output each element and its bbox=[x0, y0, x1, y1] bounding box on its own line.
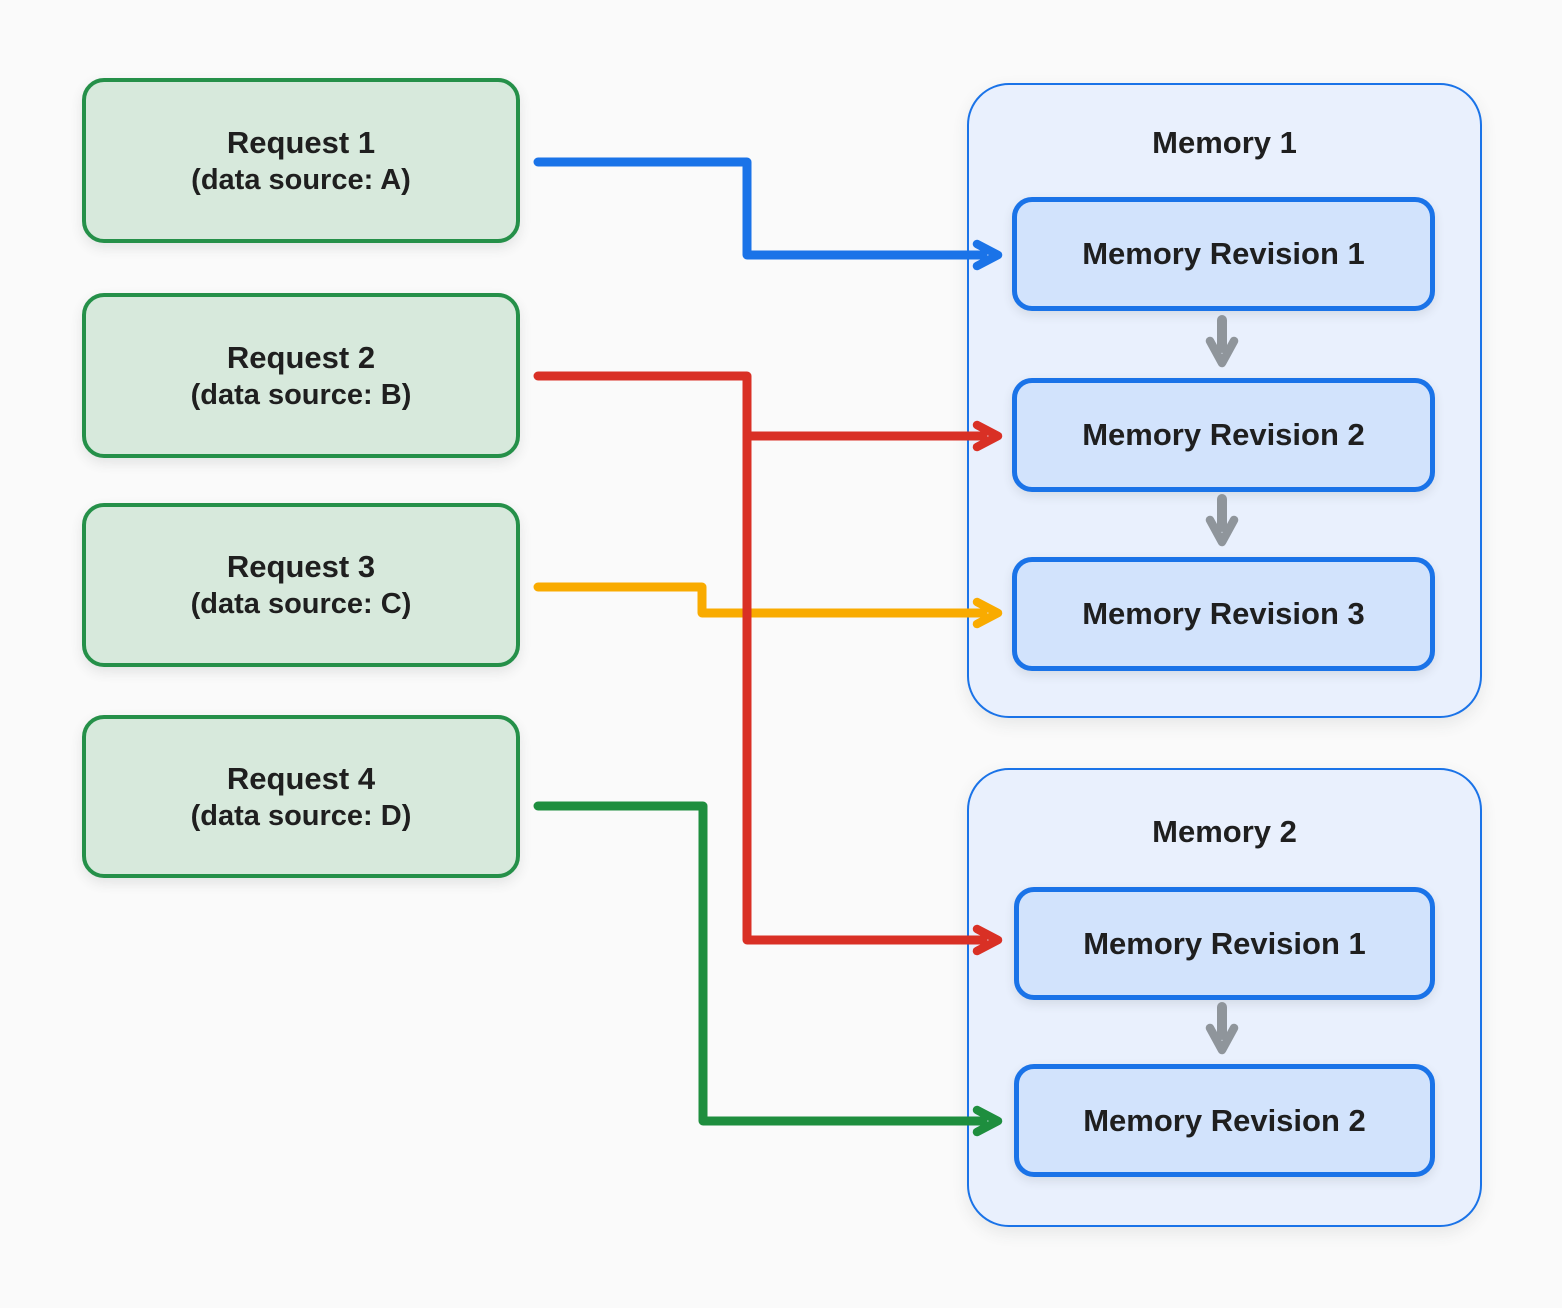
connector-request3-to-memory1-revision3 bbox=[533, 582, 1003, 629]
memory-2-title: Memory 2 bbox=[1152, 814, 1297, 849]
memory-1-revision-3-box: Memory Revision 3 bbox=[1012, 557, 1435, 671]
request-2-box: Request 2 (data source: B) bbox=[82, 293, 520, 458]
memory-2-revision-1-box: Memory Revision 1 bbox=[1014, 887, 1435, 1000]
request-4-box: Request 4 (data source: D) bbox=[82, 715, 520, 878]
memory-1-title: Memory 1 bbox=[1152, 125, 1297, 160]
request-2-subtitle: (data source: B) bbox=[190, 378, 412, 411]
connector-request1-to-memory1-revision1 bbox=[533, 157, 1003, 271]
memory-2-revision-2-box: Memory Revision 2 bbox=[1014, 1064, 1435, 1177]
request-1-box: Request 1 (data source: A) bbox=[82, 78, 520, 243]
request-1-subtitle: (data source: A) bbox=[191, 163, 411, 196]
memory-2-container: Memory 2 Memory Revision 1 Memory Revisi… bbox=[967, 768, 1482, 1227]
request-3-title: Request 3 bbox=[226, 549, 376, 584]
request-3-box: Request 3 (data source: C) bbox=[82, 503, 520, 667]
connector-request4-to-memory2-revision2 bbox=[533, 801, 1003, 1137]
memory-1-revision-1-box: Memory Revision 1 bbox=[1012, 197, 1435, 311]
memory-1-revision-2-label: Memory Revision 2 bbox=[1082, 417, 1365, 452]
memory-1-container: Memory 1 Memory Revision 1 Memory Revisi… bbox=[967, 83, 1482, 718]
memory-1-revision-3-label: Memory Revision 3 bbox=[1082, 596, 1365, 631]
connector-request2-to-memory2-revision1 bbox=[533, 371, 1003, 956]
memory-1-revision-2-box: Memory Revision 2 bbox=[1012, 378, 1435, 492]
request-3-subtitle: (data source: C) bbox=[190, 588, 412, 620]
request-1-title: Request 1 bbox=[226, 124, 376, 160]
memory-2-revision-1-label: Memory Revision 1 bbox=[1083, 925, 1366, 961]
memory-1-revision-1-label: Memory Revision 1 bbox=[1082, 236, 1365, 271]
request-4-subtitle: (data source: D) bbox=[190, 799, 412, 832]
request-2-title: Request 2 bbox=[226, 339, 376, 375]
request-4-title: Request 4 bbox=[226, 760, 376, 796]
memory-2-revision-2-label: Memory Revision 2 bbox=[1083, 1102, 1366, 1138]
